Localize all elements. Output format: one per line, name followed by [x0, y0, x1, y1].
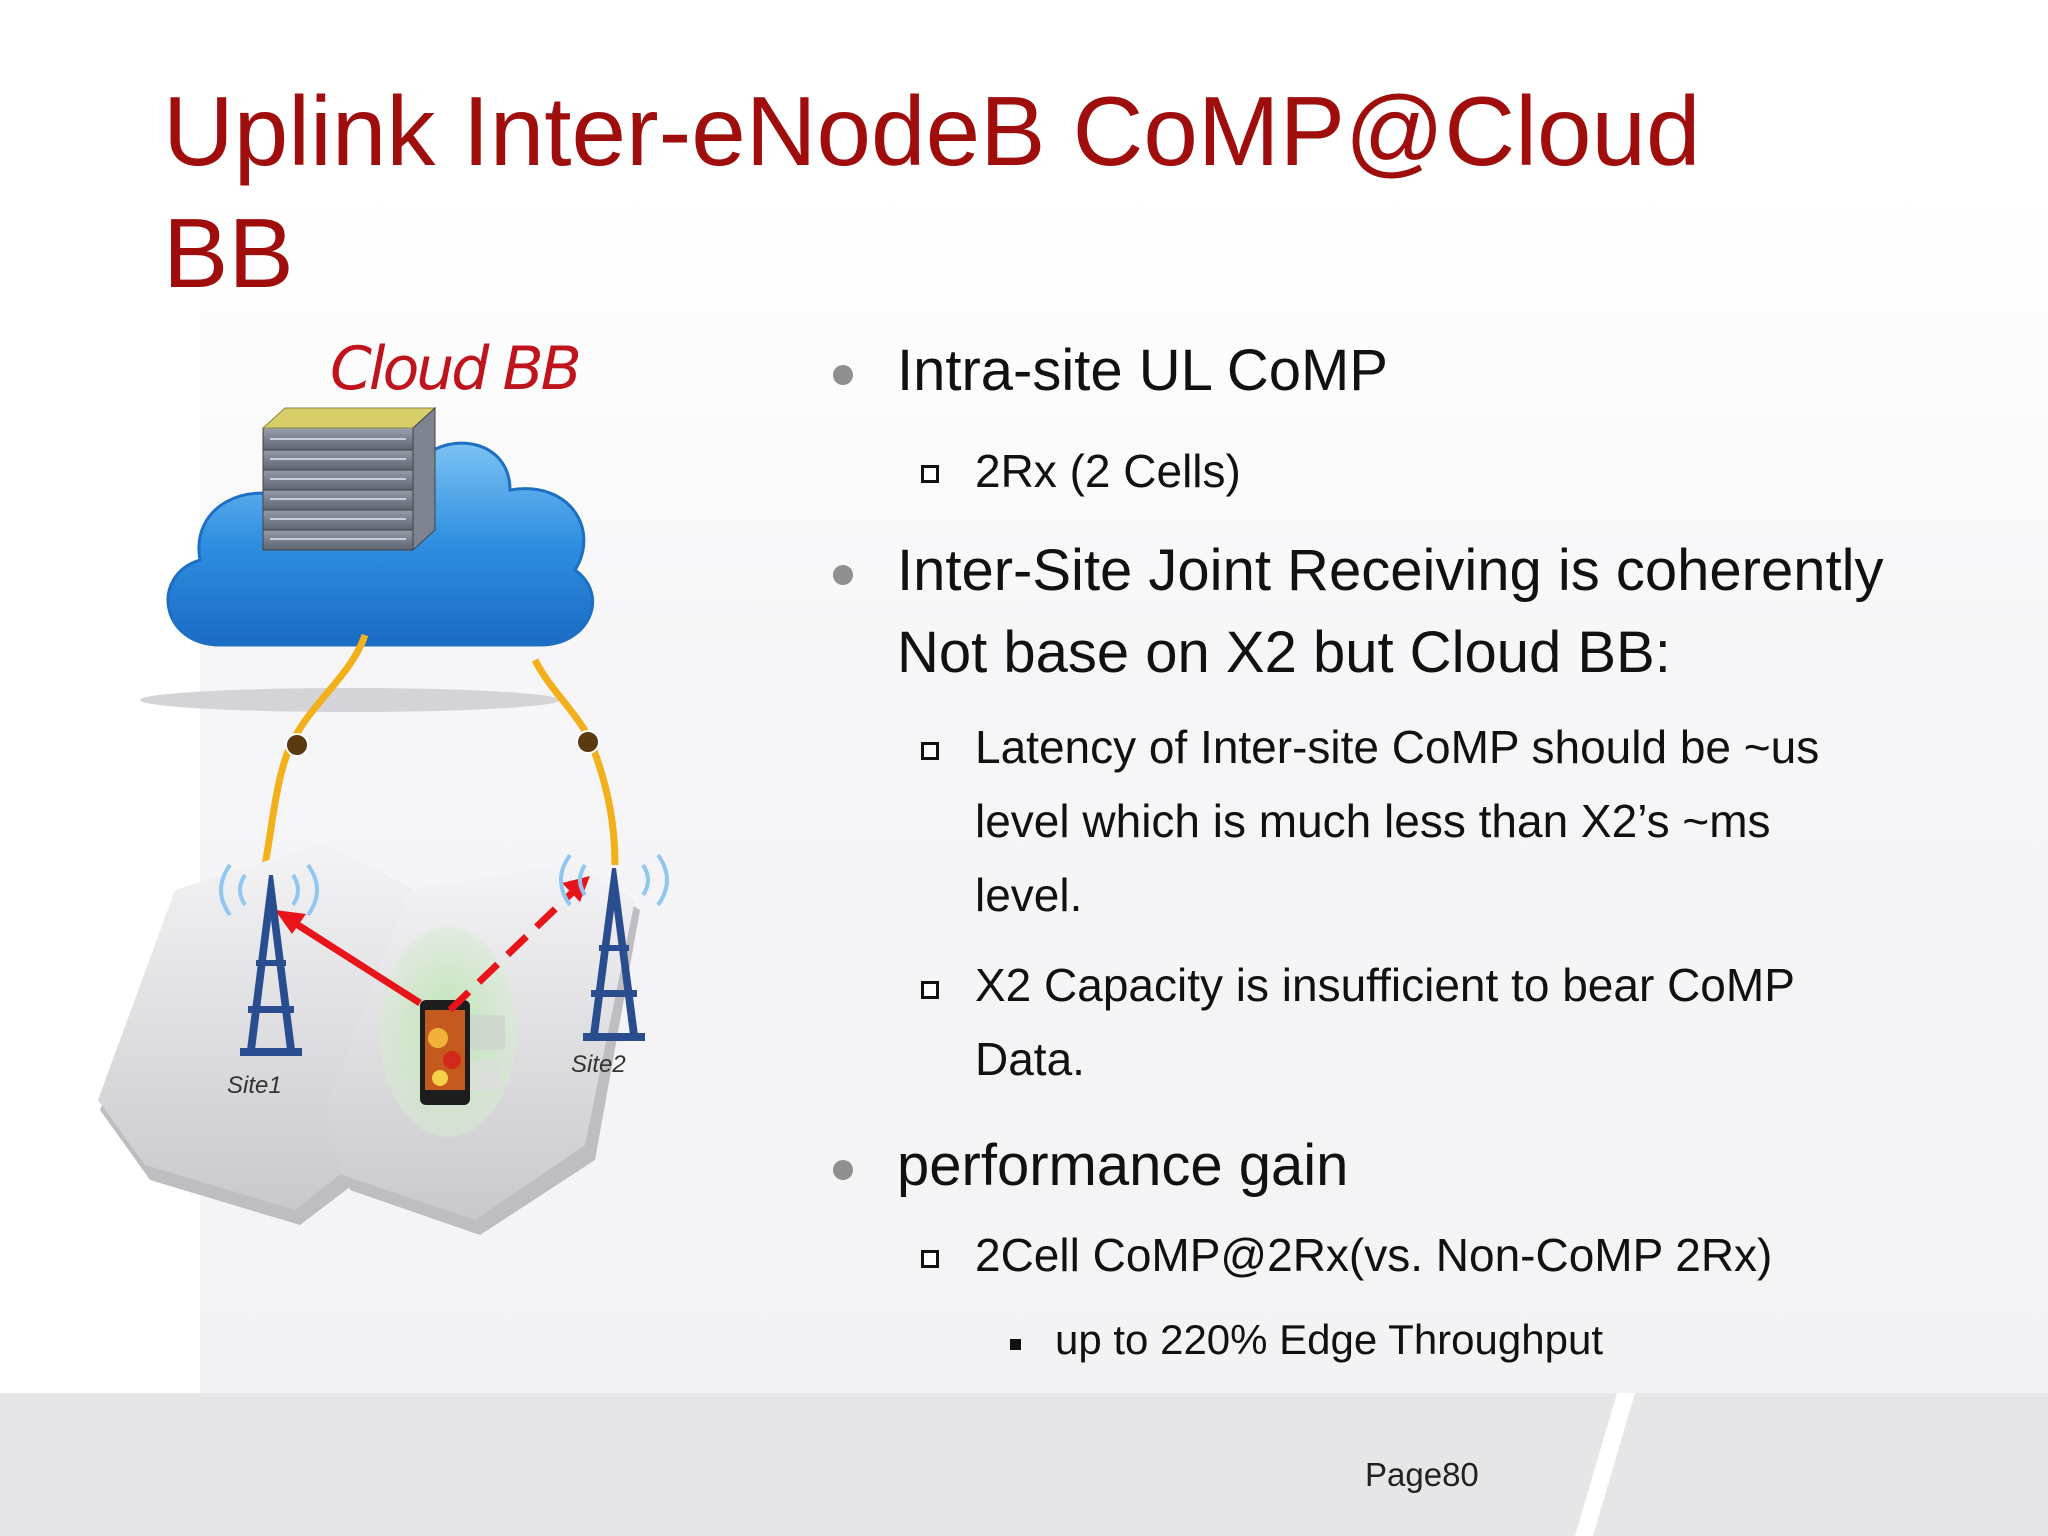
sub-bullet-x2-capacity-line2: Data.	[975, 1033, 1085, 1085]
tower-site1-icon	[219, 863, 319, 1056]
cloud-bb-label: Cloud BB	[330, 334, 582, 404]
page-number: Page80	[1365, 1456, 1479, 1493]
sub-bullet-box-icon	[921, 465, 939, 483]
bullet-inter-site-line2: Not base on X2 but Cloud BB:	[897, 620, 1671, 685]
bullet-inter-site-line1: Inter-Site Joint Receiving is coherently	[897, 538, 1884, 603]
fiber-link-site1	[261, 633, 369, 866]
sub-sub-bullet-edge-throughput: up to 220% Edge Throughput	[1055, 1316, 1603, 1363]
site1-label: Site1	[227, 1072, 282, 1099]
sub-bullet-2rx: 2Rx (2 Cells)	[975, 445, 1241, 497]
bullet-dot-icon	[833, 1160, 853, 1180]
bullet-dot-icon	[833, 365, 853, 385]
cloud-bb-diagram: Cloud BB Site1 Site2	[80, 320, 820, 1260]
phone-icon	[380, 927, 516, 1137]
sub-bullet-box-icon	[921, 1250, 939, 1268]
footer-slash-decoration	[1575, 1393, 1635, 1536]
fiber-connector-icon	[285, 730, 600, 757]
diagram-graphic	[98, 406, 669, 1235]
bullet-intra-site: Intra-site UL CoMP	[897, 338, 1388, 403]
sub-bullet-latency-line3: level.	[975, 869, 1083, 921]
sub-sub-bullet-square-icon	[1010, 1339, 1021, 1350]
uplink-arrow-site2-dashed	[447, 876, 590, 1013]
sub-bullet-box-icon	[921, 981, 939, 999]
slide-title: Uplink Inter-eNodeB CoMP@Cloud BB	[163, 70, 1863, 314]
fiber-link-site2	[531, 658, 619, 866]
site2-label: Site2	[571, 1051, 626, 1078]
sub-bullet-latency-line1: Latency of Inter-site CoMP should be ~us	[975, 721, 1820, 773]
title-line-2: BB	[163, 198, 294, 308]
footer-bar	[0, 1393, 2048, 1536]
sub-bullet-x2-capacity-line1: X2 Capacity is insufficient to bear CoMP	[975, 959, 1795, 1011]
server-stack-icon	[261, 406, 437, 552]
bullet-performance-gain: performance gain	[897, 1133, 1349, 1198]
title-line-1: Uplink Inter-eNodeB CoMP@Cloud	[163, 76, 1701, 186]
sub-bullet-box-icon	[921, 742, 939, 760]
sub-bullet-2cell-comp: 2Cell CoMP@2Rx(vs. Non-CoMP 2Rx)	[975, 1229, 1773, 1281]
tower-site2-icon	[559, 853, 669, 1041]
sub-bullet-latency-line2: level which is much less than X2’s ~ms	[975, 795, 1771, 847]
bullet-dot-icon	[833, 565, 853, 585]
uplink-arrow-site1	[275, 910, 422, 1006]
